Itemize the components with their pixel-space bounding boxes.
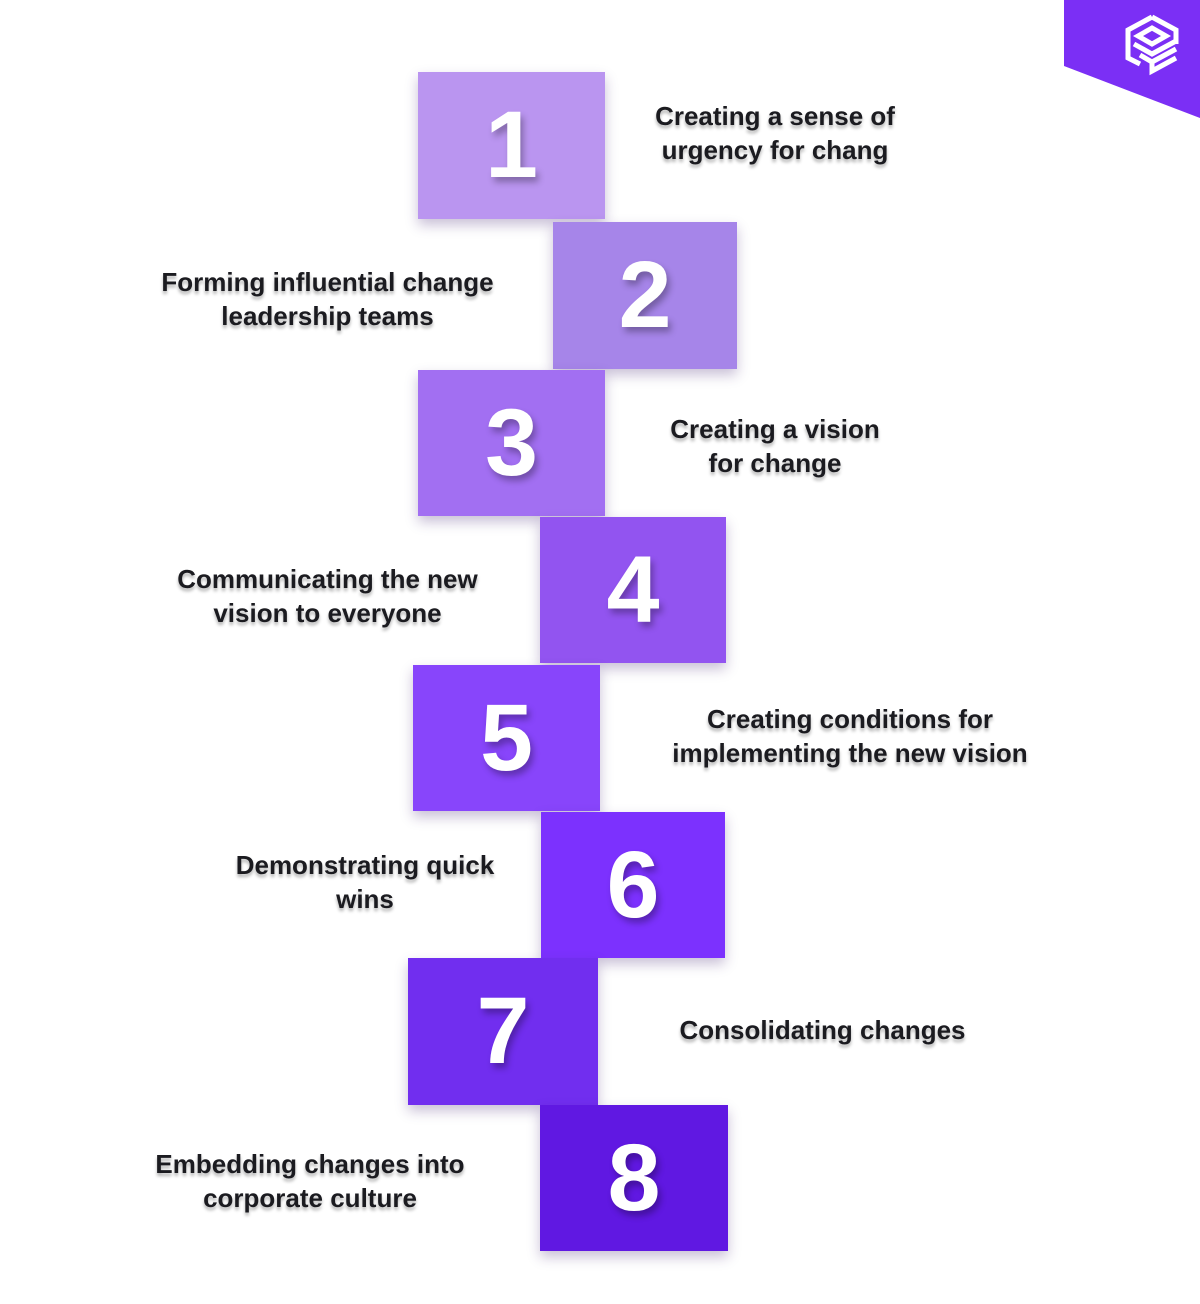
step-6-box: 6: [541, 812, 725, 958]
step-2-box: 2: [553, 222, 737, 369]
step-8-box: 8: [540, 1105, 728, 1251]
step-2-number: 2: [618, 242, 672, 348]
step-2-label: Forming influential change leadership te…: [161, 267, 494, 331]
step-3-box: 3: [418, 370, 605, 516]
step-6-number: 6: [606, 831, 660, 938]
step-7-number: 7: [476, 978, 530, 1084]
step-6-label: Demonstrating quick wins: [235, 850, 495, 914]
step-8-label: Embedding changes into corporate culture: [155, 1149, 465, 1213]
step-7-label: Consolidating changes: [679, 1015, 966, 1045]
step-7-box: 7: [408, 958, 598, 1105]
step-1-label: Creating a sense of urgency for chang: [655, 101, 895, 165]
step-5-box: 5: [413, 665, 600, 811]
step-4-box: 4: [540, 517, 726, 663]
step-4-number: 4: [606, 536, 660, 643]
step-3-number: 3: [485, 389, 538, 496]
step-5-number: 5: [480, 684, 533, 791]
step-8-number: 8: [607, 1124, 661, 1231]
step-3-label: Creating a vision for change: [670, 414, 880, 478]
step-1-number: 1: [485, 92, 538, 198]
step-4-label: Communicating the new vision to everyone: [177, 564, 478, 628]
brand-banner: [1064, 0, 1200, 130]
step-5-label: Creating conditions for implementing the…: [672, 704, 1028, 768]
brand-logo-icon: [1125, 14, 1179, 76]
step-1-box: 1: [418, 72, 605, 219]
